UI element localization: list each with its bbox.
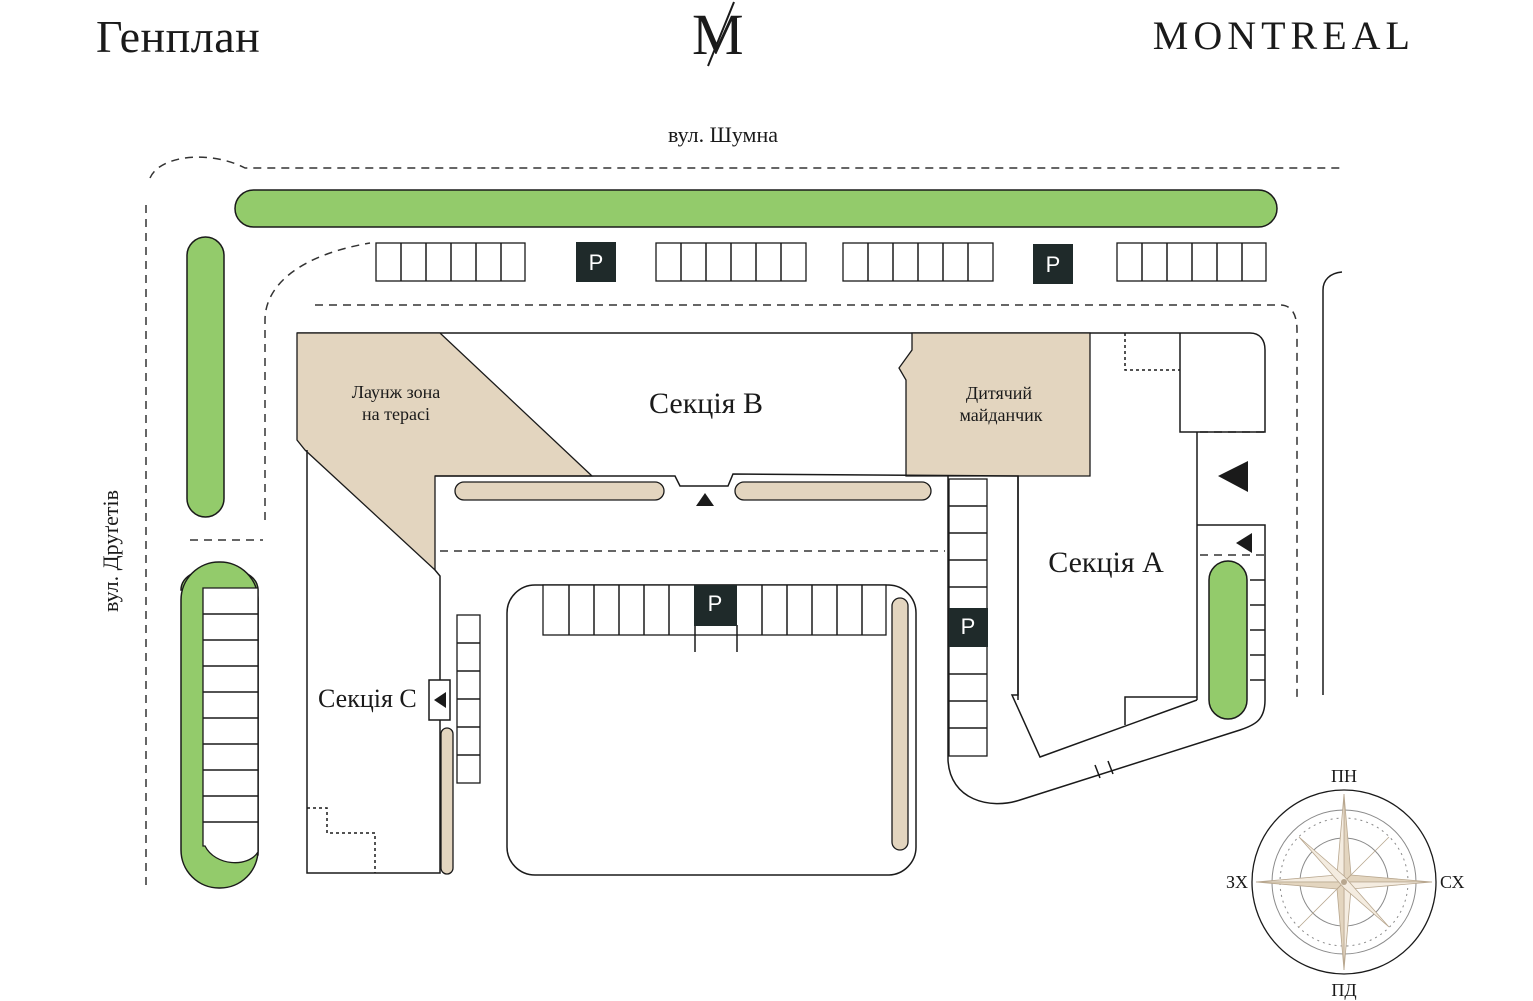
brand-name: MONTREAL [1152,13,1415,58]
parking-badge-label: P [708,591,723,616]
east-road-edge [1322,271,1343,695]
entrance-arrow-c-icon [434,692,446,708]
section-b-label: Секція В [649,387,763,420]
compass-south-label: ПД [1331,980,1356,1000]
green-strip-north [234,189,1278,228]
planter-b-right [734,481,932,501]
street-shumna-line [149,156,1340,179]
planter-b-left [454,481,665,501]
page-title: Генплан [96,11,261,62]
parking-slots-southwest [202,587,259,864]
inner-road-west [264,242,371,520]
entrance-c [428,679,451,721]
compass-rose: ПН ПД СХ ЗХ [1226,766,1465,1000]
entrance-arrow-a-icon [1218,461,1248,492]
planter-courtyard [891,597,909,851]
planter-c [440,727,454,875]
green-strip-west [186,236,225,518]
parking-row-north-4 [1116,242,1267,282]
parking-row-north-2 [655,242,807,282]
parking-badge-label: P [589,250,604,275]
inner-road-north [315,304,1298,700]
entrance-arrow-b-icon [696,493,714,506]
montreal-logo: M [692,1,744,67]
section-c-label: Секція С [318,684,417,713]
street-druhetiv-label: вул. Друґетів [98,490,123,612]
compass-east-label: СХ [1440,872,1465,892]
parking-badge-courtyard: P [694,585,737,626]
playground-label-line1: Дитячий [966,383,1033,403]
parking-badge-label: P [1046,252,1061,277]
parking-badge-a: P [949,608,988,647]
parking-badge-north-east: P [1033,244,1073,284]
parking-row-north-3 [842,242,994,282]
compass-west-label: ЗХ [1226,872,1248,892]
section-a-label: Секція А [1048,546,1164,579]
compass-north-label: ПН [1331,766,1357,786]
parking-badge-north-west: P [576,242,616,282]
parking-badge-label: P [961,614,976,639]
lounge-terrace-area [296,332,594,572]
parking-row-north-1 [375,242,526,282]
street-shumna-label: вул. Шумна [668,122,778,147]
logo-letter: M [692,2,744,67]
building-outline-top [297,332,1266,433]
lounge-label-line1: Лаунж зона [352,382,440,402]
entrance-arrow-a2-icon [1236,533,1252,553]
lounge-label-line2: на терасі [362,404,430,424]
playground-area [898,332,1091,477]
parking-slots-c [456,614,481,784]
parking-slots-a-east [1250,579,1265,681]
playground-label-line2: майданчик [959,405,1042,425]
green-strip-east [1208,560,1248,720]
